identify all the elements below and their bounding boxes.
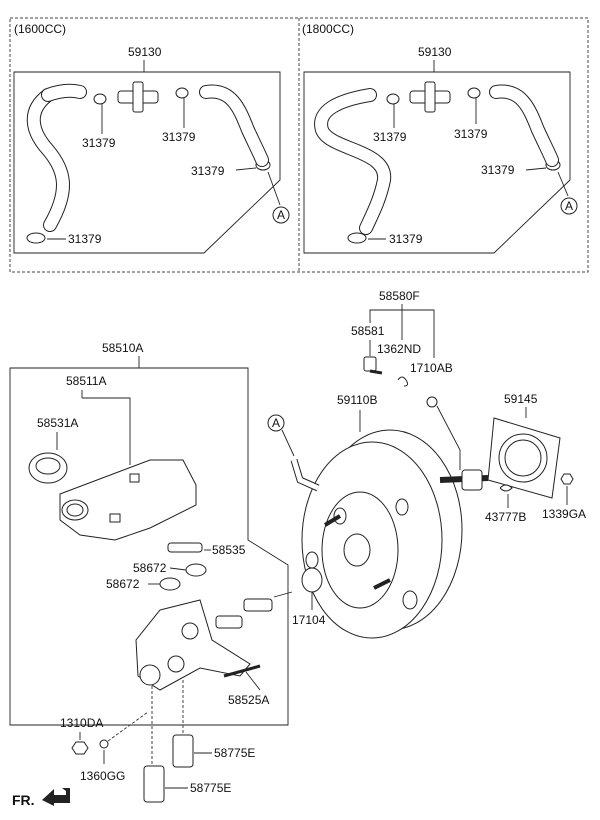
pin-icon [167, 542, 203, 553]
clevis-kit-label: 58580F [379, 289, 420, 303]
piston-icon [243, 598, 273, 612]
reservoir-body [59, 459, 197, 541]
nut-icon [560, 473, 574, 485]
pin-label: 58535 [212, 543, 246, 557]
master-cylinder-group: 58510A 58511A 58531A 58535 58672 58672 [9, 341, 293, 803]
front-indicator-label: FR. [12, 792, 35, 808]
clamp-label: 31379 [191, 164, 225, 178]
ref-marker-label: A [272, 416, 280, 430]
clamp-label: 31379 [373, 130, 407, 144]
plug-label: 58775E [214, 746, 255, 760]
clamp-label: 31379 [162, 130, 196, 144]
gasket-label: 59145 [504, 392, 538, 406]
grommet-label: 58672 [106, 577, 140, 591]
hose-kit-frame [13, 71, 281, 254]
plug-icon [143, 765, 165, 803]
clip-icon [397, 376, 409, 387]
clevis-pin-label: 58581 [351, 324, 385, 338]
plug-icon [172, 734, 194, 768]
variant-label-1600: (1600CC) [14, 22, 66, 36]
clamp-icon [386, 93, 400, 105]
clamp-icon [175, 87, 189, 99]
variant-frame [9, 17, 589, 273]
grommet-icon [185, 563, 207, 577]
nut-label: 1310DA [60, 716, 103, 730]
booster-nut-label: 1339GA [542, 507, 586, 521]
clamp-icon [26, 232, 46, 244]
ref-marker-label: A [565, 199, 573, 213]
master-cylinder-frame [9, 367, 289, 726]
plug-label: 58775E [190, 781, 231, 795]
clamp-label: 31379 [68, 232, 102, 246]
grommet-label: 58672 [133, 561, 167, 575]
master-cylinder-label: 58510A [102, 341, 143, 355]
brake-booster-group: 59110B A 17104 58580F 58581 [267, 289, 586, 639]
washer-icon [99, 739, 109, 749]
hose-kit-code: 59130 [128, 45, 162, 59]
clamp-label: 31379 [454, 127, 488, 141]
retainer-icon [499, 484, 513, 492]
booster-label: 59110B [337, 393, 377, 407]
ref-marker-a [560, 197, 578, 215]
reservoir-label: 58511A [66, 374, 106, 388]
seal-label: 17104 [292, 613, 326, 627]
snap-pin-label: 1710AB [410, 361, 453, 375]
hose-kit-1600: 59130 31379 31379 31379 31379 A [13, 45, 290, 254]
clip-label: 1362ND [377, 342, 421, 356]
front-arrow-icon [42, 788, 70, 806]
cylinder-body [135, 599, 251, 691]
nut-icon [71, 741, 89, 755]
clamp-label: 31379 [481, 163, 515, 177]
seal-icon [301, 567, 323, 593]
clamp-icon [467, 87, 481, 99]
ref-marker-a [272, 206, 290, 224]
snap-pin-icon [426, 396, 438, 408]
clamp-label: 31379 [389, 232, 423, 246]
ref-marker-label: A [277, 208, 285, 222]
screw-label: 58525A [228, 693, 269, 707]
front-indicator: FR. [12, 788, 70, 808]
piston-icon [215, 615, 243, 629]
grommet-icon [159, 577, 181, 591]
variant-label-1800: (1800CC) [302, 22, 354, 36]
cap-label: 58531A [37, 416, 78, 430]
clamp-icon [93, 93, 107, 105]
clamp-icon [347, 232, 367, 244]
hose-kit-code: 59130 [418, 45, 452, 59]
ref-marker-a [267, 414, 285, 432]
washer-label: 1360GG [80, 769, 125, 783]
retainer-label: 43777B [485, 510, 526, 524]
hose-kit-1800: 59130 31379 31379 31379 31379 A [303, 45, 578, 254]
clevis-pin-icon [363, 356, 377, 372]
clamp-label: 31379 [82, 136, 116, 150]
hose-kit-frame [303, 71, 571, 254]
